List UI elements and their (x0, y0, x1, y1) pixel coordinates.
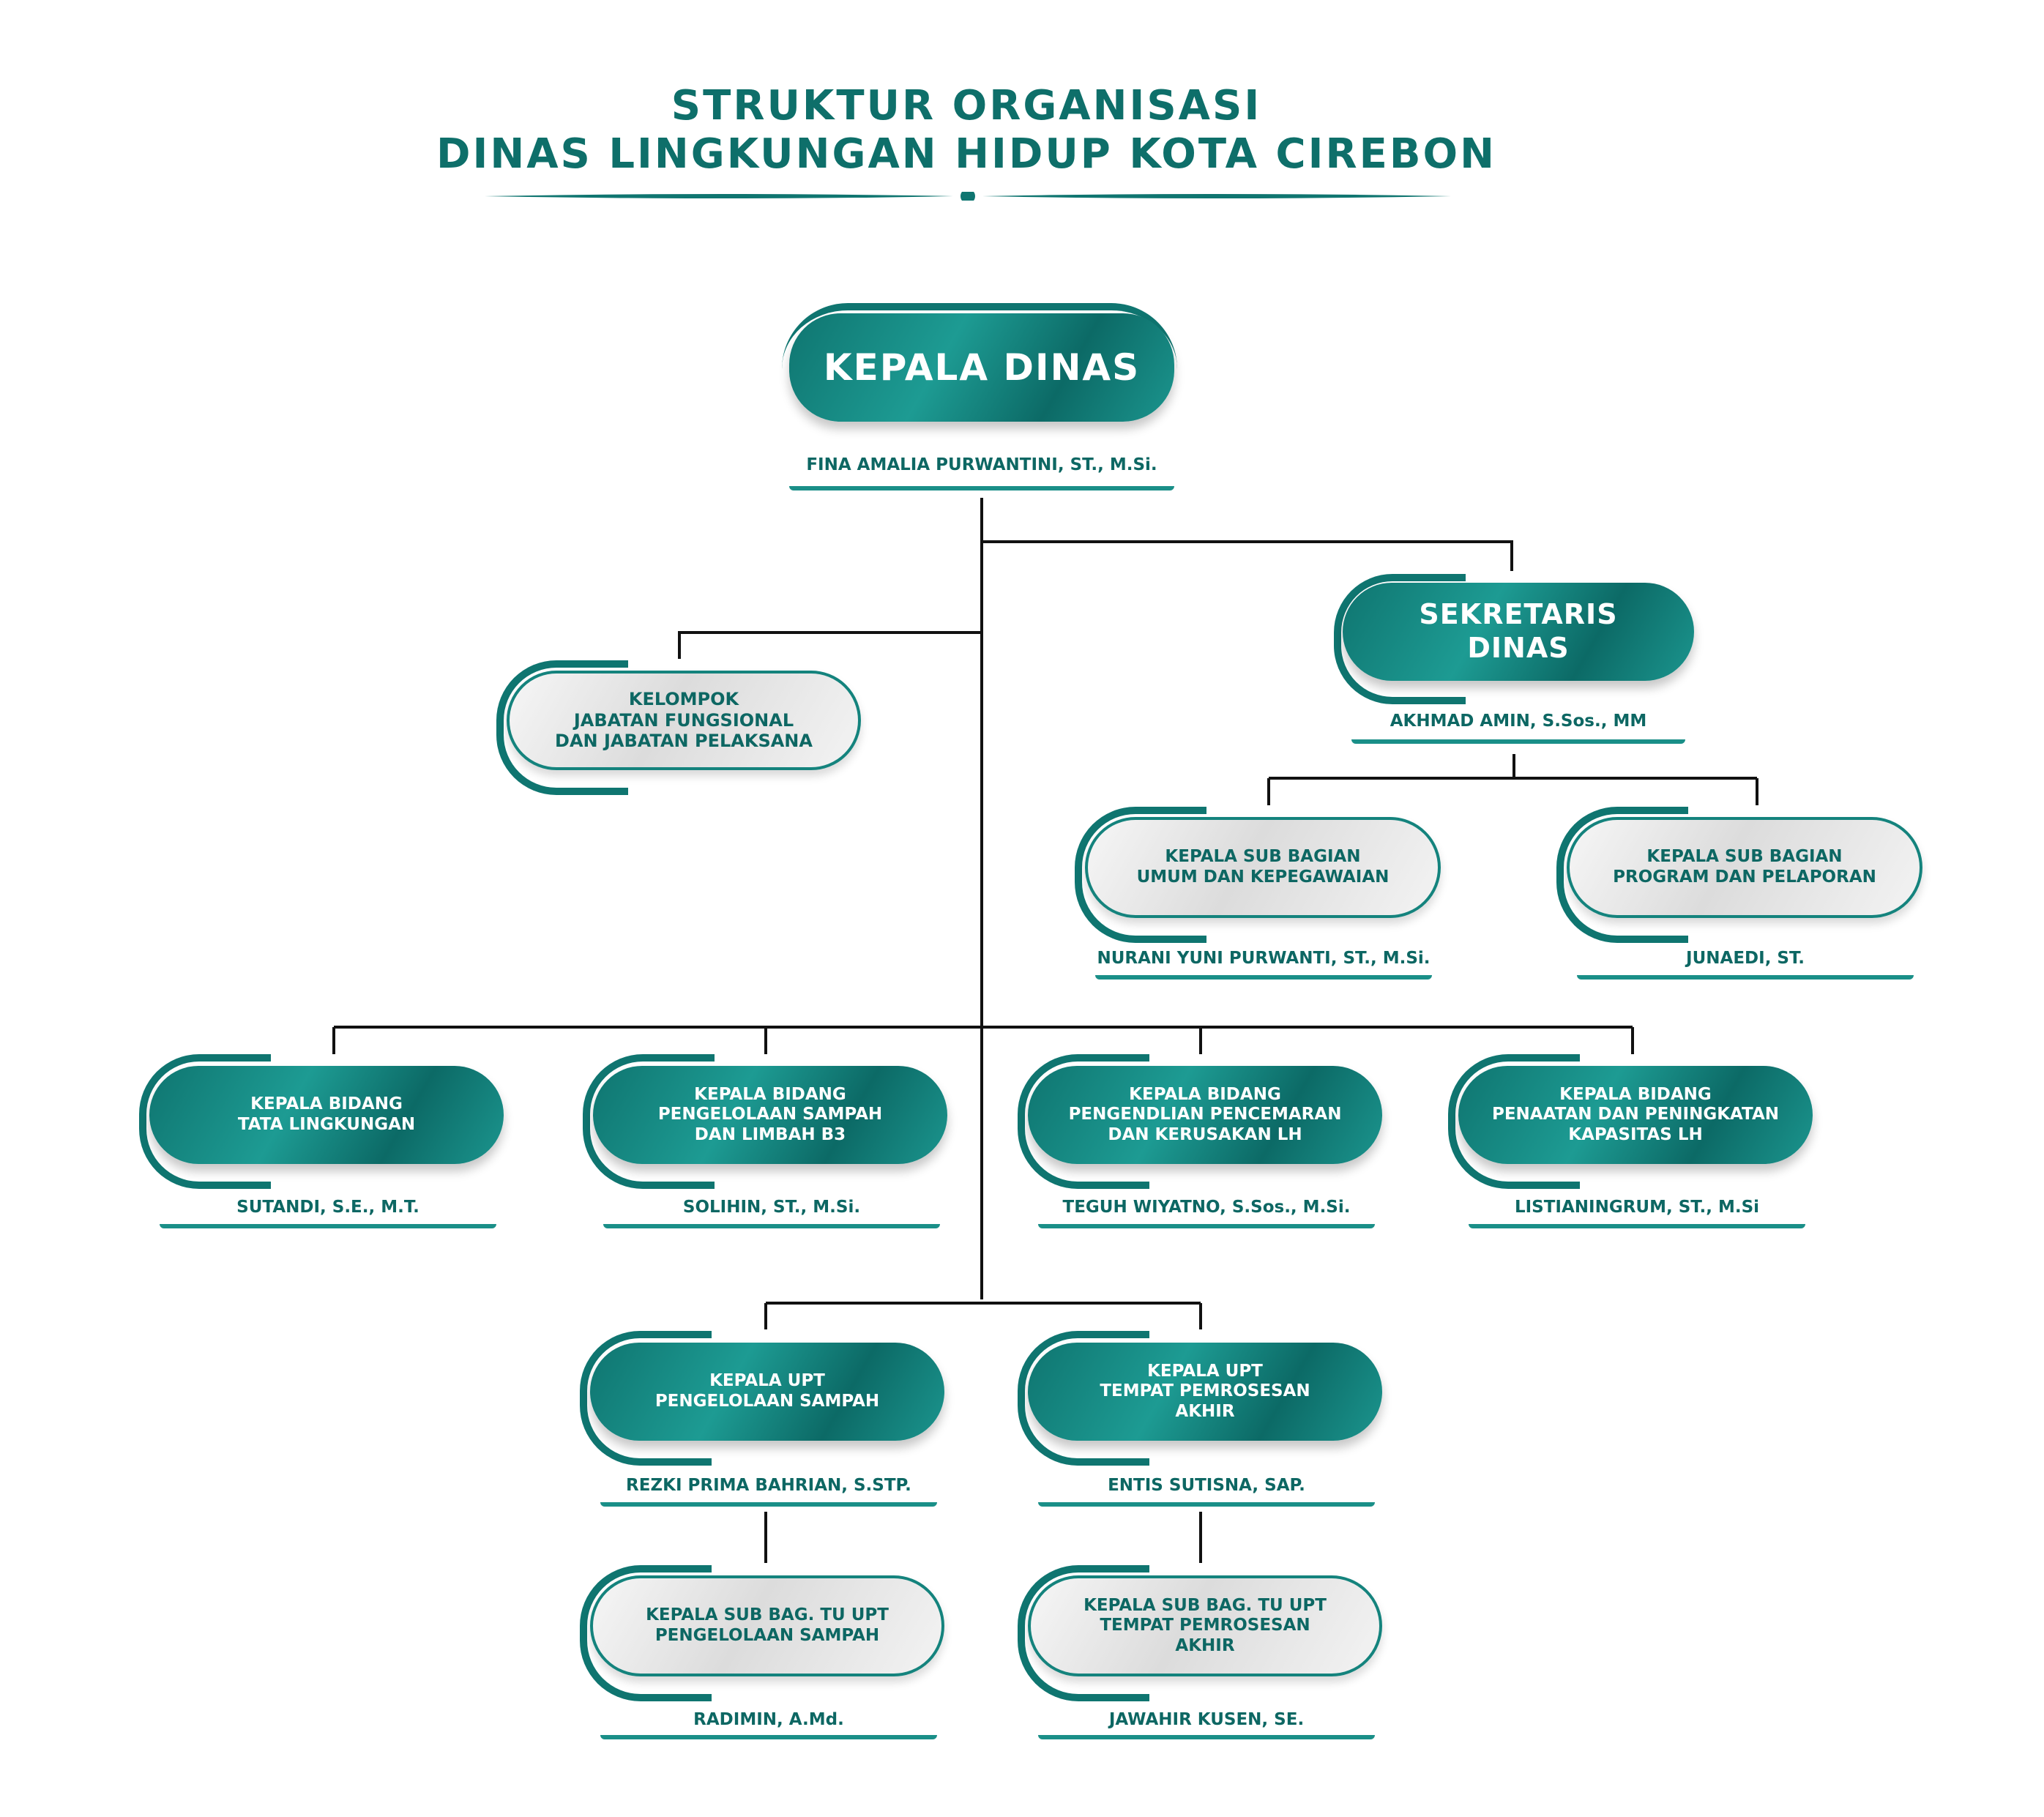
name-upt-sampah: REZKI PRIMA BAHRIAN, S.STP. (626, 1476, 911, 1495)
node-fungsional: KELOMPOK JABATAN FUNGSIONAL DAN JABATAN … (507, 671, 861, 770)
node-subbag-umum: KEPALA SUB BAGIAN UMUM DAN KEPEGAWAIAN (1085, 817, 1441, 918)
name-sekretaris: AKHMAD AMIN, S.Sos., MM (1390, 712, 1647, 731)
name-bidang-pencemaran: TEGUH WIYATNO, S.Sos., M.Si. (1062, 1198, 1351, 1217)
underline (789, 486, 1174, 490)
node-bidang-sampah: KEPALA BIDANG PENGELOLAAN SAMPAH DAN LIM… (593, 1066, 947, 1164)
arc-decoration (1556, 807, 1688, 943)
underline (160, 1224, 496, 1228)
arc-decoration (1018, 1331, 1149, 1466)
arc-decoration (139, 1054, 271, 1189)
name-subbag-program: JUNAEDI, ST. (1686, 949, 1805, 968)
arc-decoration (1334, 574, 1466, 704)
node-tu-upt-tpa: KEPALA SUB BAG. TU UPT TEMPAT PEMROSESAN… (1028, 1575, 1382, 1676)
node-subbag-program: KEPALA SUB BAGIAN PROGRAM DAN PELAPORAN (1567, 817, 1922, 918)
arc-decoration (496, 660, 628, 795)
name-tu-upt-tpa: JAWAHIR KUSEN, SE. (1108, 1710, 1305, 1729)
name-bidang-penaatan: LISTIANINGRUM, ST., M.Si (1514, 1198, 1760, 1217)
arc-decoration (580, 1331, 712, 1466)
name-tu-upt-sampah: RADIMIN, A.Md. (693, 1710, 844, 1729)
chart-title-line1: STRUKTUR ORGANISASI (671, 82, 1262, 130)
arc-decoration (1018, 1565, 1149, 1701)
node-tu-upt-sampah: KEPALA SUB BAG. TU UPT PENGELOLAAN SAMPA… (590, 1575, 944, 1676)
node-bidang-pencemaran: KEPALA BIDANG PENGENDLIAN PENCEMARAN DAN… (1028, 1066, 1382, 1164)
node-upt-tpa: KEPALA UPT TEMPAT PEMROSESAN AKHIR (1028, 1343, 1382, 1441)
underline (603, 1224, 940, 1228)
chart-title-line2: DINAS LINGKUNGAN HIDUP KOTA CIREBON (436, 130, 1496, 178)
name-bidang-tata: SUTANDI, S.E., M.T. (236, 1198, 419, 1217)
arc-decoration (1448, 1054, 1580, 1189)
name-kepala-dinas: FINA AMALIA PURWANTINI, ST., M.Si. (806, 455, 1157, 474)
arc-decoration (1075, 807, 1206, 943)
node-upt-sampah: KEPALA UPT PENGELOLAAN SAMPAH (590, 1343, 944, 1441)
underline (1038, 1502, 1375, 1507)
top-arc-decoration (782, 303, 1177, 442)
name-bidang-sampah: SOLIHIN, ST., M.Si. (682, 1198, 861, 1217)
arc-decoration (583, 1054, 715, 1189)
node-bidang-tata: KEPALA BIDANG TATA LINGKUNGAN (149, 1066, 504, 1164)
node-bidang-penaatan: KEPALA BIDANG PENAATAN DAN PENINGKATAN K… (1458, 1066, 1813, 1164)
arc-decoration (1018, 1054, 1149, 1189)
underline (1469, 1224, 1805, 1228)
underline (1351, 739, 1685, 744)
underline (600, 1502, 937, 1507)
arc-decoration (580, 1565, 712, 1701)
underline (1095, 975, 1432, 980)
underline (1038, 1735, 1375, 1739)
underline (1577, 975, 1914, 980)
node-sekretaris: SEKRETARIS DINAS (1343, 583, 1694, 681)
underline (600, 1735, 937, 1739)
name-upt-tpa: ENTIS SUTISNA, SAP. (1108, 1476, 1305, 1495)
name-subbag-umum: NURANI YUNI PURWANTI, ST., M.Si. (1097, 949, 1431, 968)
title-divider (485, 192, 1451, 201)
underline (1038, 1224, 1375, 1228)
node-kepala-dinas: KEPALA DINAS (789, 313, 1174, 422)
